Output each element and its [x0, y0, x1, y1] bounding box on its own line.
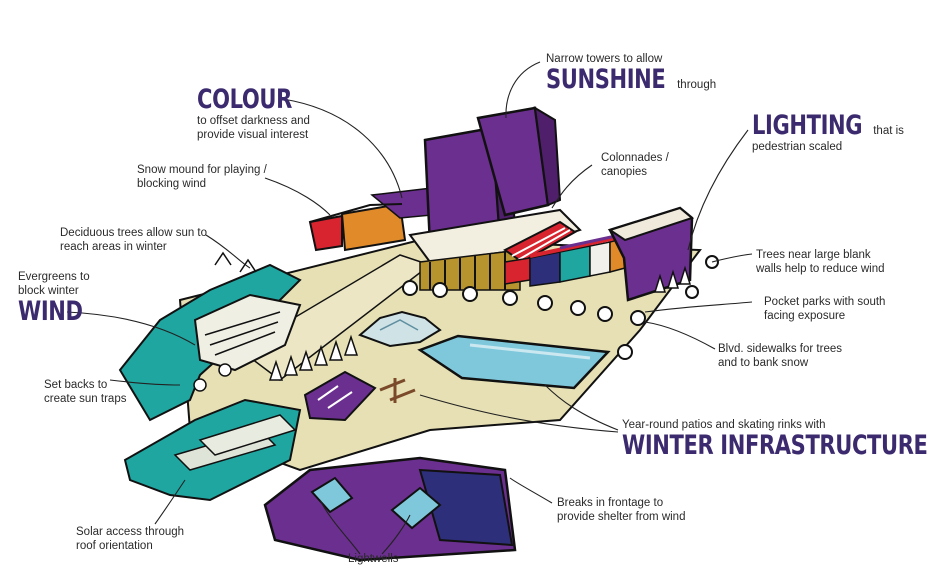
purple-pavilion — [303, 370, 377, 422]
colonnades-line-1: Colonnades / — [601, 152, 669, 164]
blvd-line-2: and to bank snow — [718, 357, 809, 369]
purple-tower-right-side — [533, 106, 562, 207]
orange-block — [340, 202, 407, 252]
label-blvd-sidewalks: Blvd. sidewalks for trees and to bank sn… — [718, 342, 842, 370]
snow-mound — [358, 310, 442, 348]
colour-line-1: to offset darkness and — [197, 115, 310, 127]
deciduous-line-2: reach areas in winter — [60, 241, 167, 253]
label-sunshine: Narrow towers to allow SUNSHINE through — [546, 52, 716, 94]
label-setbacks: Set backs to create sun traps — [44, 378, 126, 406]
lightwell-1 — [310, 476, 354, 514]
sunshine-post: through — [677, 79, 717, 91]
pocket-parks-line-1: Pocket parks with south — [764, 296, 886, 308]
canopy-front — [504, 257, 531, 285]
breaks-line-2: provide shelter from wind — [557, 511, 686, 523]
shopfront-teal — [559, 245, 591, 283]
wind-line-1: Evergreens to — [18, 271, 90, 283]
label-lightwells: Lightwells — [348, 552, 399, 566]
plaza-benches — [379, 378, 416, 403]
patios-line-1: Year-round patios and skating rinks with — [622, 419, 826, 431]
label-colonnades: Colonnades / canopies — [601, 151, 669, 179]
navy-south-wing — [418, 468, 514, 547]
heading-winter-infrastructure: WINTER INFRASTRUCTURE — [622, 430, 928, 461]
heading-lighting: LIGHTING — [752, 110, 863, 141]
lightwells-line-1: Lightwells — [348, 553, 399, 565]
wind-line-2: block winter — [18, 285, 79, 297]
skating-rink — [417, 334, 611, 390]
deciduous-trees — [193, 251, 257, 392]
shopfront-navy — [529, 251, 561, 287]
shopfront-white — [589, 241, 611, 277]
heading-colour: COLOUR — [197, 84, 292, 115]
label-colour: COLOUR to offset darkness and provide vi… — [197, 86, 319, 142]
deciduous-line-1: Deciduous trees allow sun to — [60, 227, 208, 239]
solar-line-2: roof orientation — [76, 540, 153, 552]
heading-sunshine: SUNSHINE — [546, 64, 666, 95]
label-pocket-parks: Pocket parks with south facing exposure — [764, 295, 885, 323]
solar-line-1: Solar access through — [76, 526, 185, 538]
snow-mound-line-2: blocking wind — [137, 178, 207, 190]
evergreen-trees — [268, 265, 692, 381]
label-trees-blank-walls: Trees near large blank walls help to red… — [756, 248, 885, 276]
label-snow-mound: Snow mound for playing / blocking wind — [137, 163, 267, 191]
trees-blank-line-1: Trees near large blank — [756, 249, 871, 261]
colour-line-2: provide visual interest — [197, 129, 309, 141]
label-winter-infrastructure: Year-round patios and skating rinks with… — [622, 418, 943, 460]
lightwell-2 — [390, 486, 442, 530]
label-lighting: LIGHTING that is pedestrian scaled — [752, 112, 904, 154]
snow-mound-line-1: Snow mound for playing / — [137, 164, 267, 176]
setbacks-line-2: create sun traps — [44, 393, 127, 405]
colonnades-line-2: canopies — [601, 166, 648, 178]
blvd-line-1: Blvd. sidewalks for trees — [718, 343, 842, 355]
setbacks-line-1: Set backs to — [44, 379, 108, 391]
pocket-parks-line-2: facing exposure — [764, 310, 846, 322]
teal-rooftops-2 — [198, 414, 297, 456]
label-wind: Evergreens to block winter WIND — [18, 270, 101, 326]
heading-wind: WIND — [18, 296, 83, 327]
label-breaks-frontage: Breaks in frontage to provide shelter fr… — [557, 496, 685, 524]
sunshine-desc: Narrow towers to allow — [546, 53, 663, 65]
trees-blank-line-2: walls help to reduce wind — [756, 263, 885, 275]
lighting-post: that is — [873, 125, 904, 137]
label-solar-access: Solar access through roof orientation — [76, 525, 184, 553]
boulevard-trees — [402, 255, 719, 360]
label-deciduous: Deciduous trees allow sun to reach areas… — [60, 226, 207, 254]
breaks-line-1: Breaks in frontage to — [557, 497, 664, 509]
lighting-line-2: pedestrian scaled — [752, 141, 843, 153]
red-block — [308, 214, 343, 252]
leader-lines — [66, 61, 753, 555]
